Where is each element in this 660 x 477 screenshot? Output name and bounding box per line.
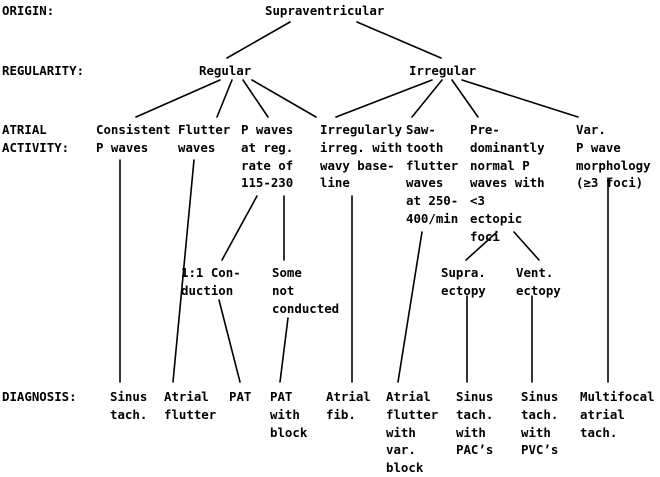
node-regular: Regular — [199, 63, 252, 78]
edge-some-not-conducted-to-pat-with-block — [279, 317, 289, 383]
edge-irregular-to-var-p-wave — [461, 79, 579, 118]
node-supra-ectopy: Supra. ectopy — [441, 265, 486, 298]
edge-regular-to-irregularly-irregular — [251, 79, 317, 118]
row-regularity: REGULARITY: — [2, 63, 85, 78]
edge-irregular-to-irregularly-irregular — [335, 79, 433, 118]
edge-supraventricular-to-regular — [226, 21, 291, 59]
node-var-p-wave-morphology: Var. P wave morphology (≥3 foci) — [576, 122, 651, 191]
node-dx-atrial-flutter: Atrial flutter — [164, 389, 217, 422]
node-irregularly-irregular: Irregularly irreg. with wavy base- line — [320, 122, 403, 191]
edge-irregular-to-sawtooth — [411, 79, 443, 118]
node-flutter-waves: Flutter waves — [178, 122, 231, 155]
node-dx-pat-with-block: PAT with block — [270, 389, 308, 440]
node-consistent-p-waves: Consistent P waves — [96, 122, 171, 155]
node-sawtooth-flutter: Saw- tooth flutter waves at 250- 400/min — [406, 122, 459, 226]
node-p-waves-reg-rate: P waves at reg. rate of 115-230 — [241, 122, 294, 191]
node-dx-atrial-fib: Atrial fib. — [326, 389, 371, 422]
row-atrial-1: ATRIAL — [2, 122, 47, 137]
node-dx-sinus-tach-pacs: Sinus tach. with PAC’s — [456, 389, 494, 458]
node-dx-multifocal-atrial: Multifocal atrial tach. — [580, 389, 655, 440]
node-irregular: Irregular — [409, 63, 477, 78]
node-1-1-conduction: 1:1 Con- duction — [181, 265, 241, 298]
edge-sawtooth-to-atrial-flutter-var — [397, 231, 423, 383]
edge-regular-to-consistent-p — [135, 79, 221, 118]
edge-1-1-conduction-to-pat — [218, 299, 241, 383]
node-supraventricular: Supraventricular — [265, 3, 385, 18]
node-some-not-conducted: Some not conducted — [272, 265, 340, 316]
node-dx-sinus-tach-pvcs: Sinus tach. with PVC’s — [521, 389, 559, 458]
edge-supraventricular-to-irregular — [356, 21, 442, 59]
node-dx-pat: PAT — [229, 389, 252, 404]
row-origin: ORIGIN: — [2, 3, 55, 18]
node-dx-atrial-flutter-var: Atrial flutter with var. block — [386, 389, 439, 476]
edge-irregular-to-predominantly — [451, 79, 479, 118]
node-vent-ectopy: Vent. ectopy — [516, 265, 561, 298]
node-dx-sinus-tach: Sinus tach. — [110, 389, 148, 422]
row-atrial-2: ACTIVITY: — [2, 140, 70, 155]
edge-regular-to-flutter-waves — [216, 79, 233, 118]
node-predominantly-normal: Pre- dominantly normal P waves with <3 e… — [470, 122, 545, 244]
row-diagnosis: DIAGNOSIS: — [2, 389, 77, 404]
edge-regular-to-p-waves-reg — [242, 79, 269, 118]
edge-p-waves-to-1-1-conduction — [221, 195, 258, 261]
